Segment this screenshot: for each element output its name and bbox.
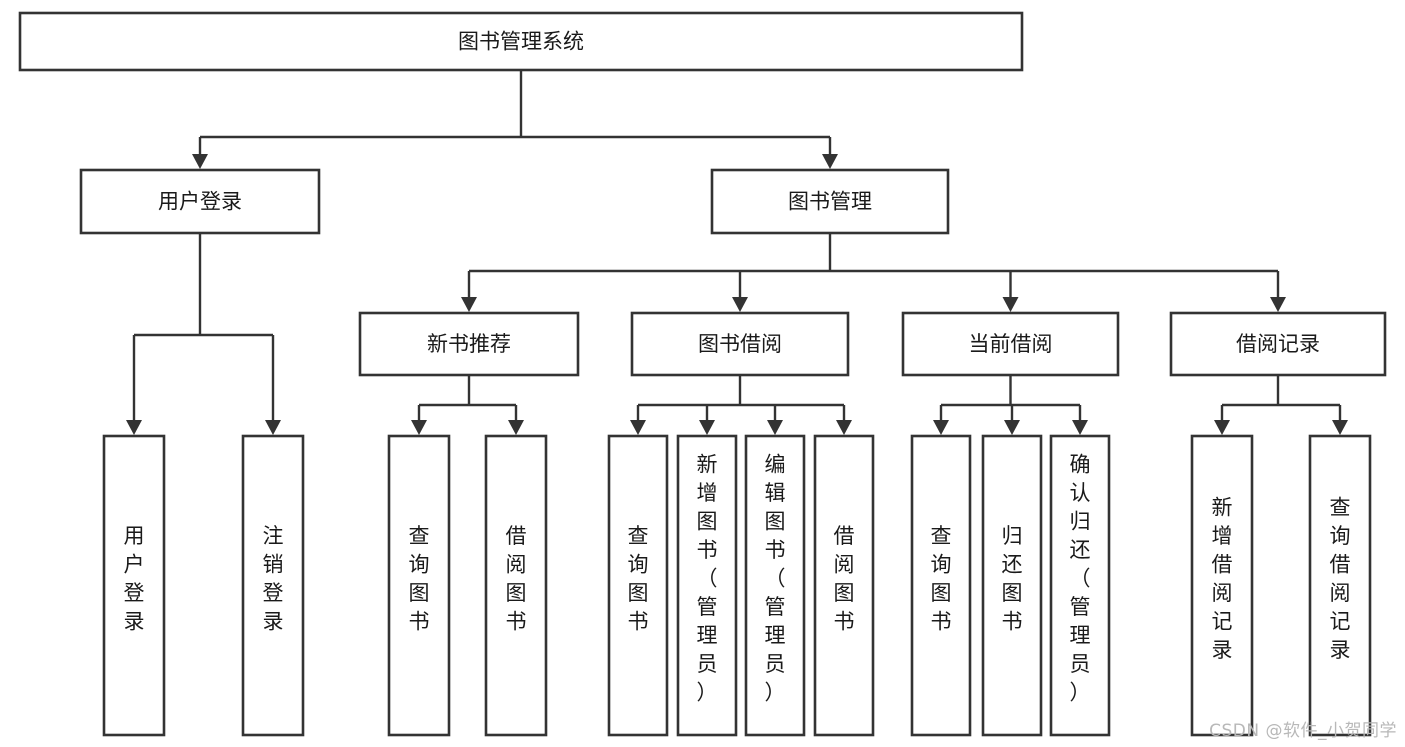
node-label-borrow-record: 借阅记录: [1236, 332, 1320, 356]
node-box-add-borrow-record: [1190, 434, 1254, 737]
node-box-root: [18, 11, 1024, 72]
node-new-book-recommend[interactable]: 新书推荐: [358, 311, 580, 377]
node-box-borrow-record: [1169, 311, 1387, 377]
node-box-edit-book-admin: [744, 434, 806, 737]
edges-layer: [126, 70, 1348, 435]
node-box-user-login-leaf: [102, 434, 166, 737]
edge-book-manage-to-borrow-record-arrowhead: [1270, 297, 1286, 312]
node-user-login-leaf[interactable]: 用户登录: [102, 434, 166, 737]
edge-book-borrow-to-borrow-book-2-arrowhead: [836, 420, 852, 435]
node-label-query-book-1: 查询图书: [409, 524, 430, 634]
edge-new-book-recommend-to-borrow-book-1-arrowhead: [508, 420, 524, 435]
edge-root-to-book-manage-arrowhead: [822, 154, 838, 169]
edge-book-borrow-to-query-book-2-arrowhead: [630, 420, 646, 435]
node-box-query-book-3: [910, 434, 972, 737]
node-box-confirm-return-admin: [1049, 434, 1111, 737]
node-label-edit-book-admin: 编辑图书（管理员）: [765, 453, 786, 705]
edge-root-to-user-login-arrowhead: [192, 154, 208, 169]
node-label-add-borrow-record: 新增借阅记录: [1212, 495, 1233, 662]
node-book-manage[interactable]: 图书管理: [710, 168, 950, 235]
edge-borrow-record-to-add-borrow-record-arrowhead: [1214, 420, 1230, 435]
node-box-query-borrow-record: [1308, 434, 1372, 737]
edge-user-login-to-user-login-leaf-arrowhead: [126, 420, 142, 435]
node-edit-book-admin[interactable]: 编辑图书（管理员）: [744, 434, 806, 737]
node-label-user-login: 用户登录: [158, 190, 242, 214]
node-confirm-return-admin[interactable]: 确认归还（管理员）: [1049, 434, 1111, 737]
node-return-book[interactable]: 归还图书: [981, 434, 1043, 737]
node-box-book-manage: [710, 168, 950, 235]
node-box-query-book-2: [607, 434, 669, 737]
node-query-book-3[interactable]: 查询图书: [910, 434, 972, 737]
edge-new-book-recommend-to-query-book-1-arrowhead: [411, 420, 427, 435]
node-label-new-book-recommend: 新书推荐: [427, 332, 511, 356]
node-box-new-book-recommend: [358, 311, 580, 377]
edge-book-borrow-to-edit-book-admin-arrowhead: [767, 420, 783, 435]
node-book-borrow[interactable]: 图书借阅: [630, 311, 850, 377]
node-label-query-borrow-record: 查询借阅记录: [1330, 495, 1351, 662]
node-query-book-1[interactable]: 查询图书: [387, 434, 451, 737]
node-label-query-book-2: 查询图书: [628, 524, 649, 634]
node-label-borrow-book-1: 借阅图书: [506, 524, 527, 634]
edge-current-borrow-to-confirm-return-admin-arrowhead: [1072, 420, 1088, 435]
node-root[interactable]: 图书管理系统: [18, 11, 1024, 72]
node-query-borrow-record[interactable]: 查询借阅记录: [1308, 434, 1372, 737]
node-user-logout-leaf[interactable]: 注销登录: [241, 434, 305, 737]
nodes-layer: 图书管理系统用户登录图书管理用户登录注销登录新书推荐查询图书借阅图书图书借阅查询…: [18, 11, 1387, 737]
edge-borrow-record-to-query-borrow-record-arrowhead: [1332, 420, 1348, 435]
edge-book-manage-to-book-borrow-arrowhead: [732, 297, 748, 312]
csdn-watermark: CSDN @软件_小贺同学: [1209, 721, 1397, 741]
edge-current-borrow-to-return-book-arrowhead: [1004, 420, 1020, 435]
edge-book-borrow-to-add-book-admin-arrowhead: [699, 420, 715, 435]
node-box-current-borrow: [901, 311, 1120, 377]
node-current-borrow[interactable]: 当前借阅: [901, 311, 1120, 377]
node-box-query-book-1: [387, 434, 451, 737]
node-label-book-borrow: 图书借阅: [698, 332, 782, 356]
edge-book-manage-to-new-book-recommend-arrowhead: [461, 297, 477, 312]
node-box-borrow-book-1: [484, 434, 548, 737]
edge-book-manage-to-current-borrow-arrowhead: [1002, 297, 1019, 312]
node-label-return-book: 归还图书: [1002, 524, 1023, 634]
node-box-book-borrow: [630, 311, 850, 377]
node-label-confirm-return-admin: 确认归还（管理员）: [1070, 453, 1091, 705]
node-user-login[interactable]: 用户登录: [79, 168, 321, 235]
node-label-current-borrow: 当前借阅: [969, 332, 1053, 356]
node-box-return-book: [981, 434, 1043, 737]
node-borrow-book-1[interactable]: 借阅图书: [484, 434, 548, 737]
node-label-user-logout-leaf: 注销登录: [263, 524, 284, 634]
node-box-user-login: [79, 168, 321, 235]
node-label-query-book-3: 查询图书: [931, 524, 952, 634]
node-label-add-book-admin: 新增图书（管理员）: [697, 453, 718, 705]
edge-user-login-to-user-logout-leaf-arrowhead: [265, 420, 281, 435]
node-box-borrow-book-2: [813, 434, 875, 737]
node-box-user-logout-leaf: [241, 434, 305, 737]
node-borrow-record[interactable]: 借阅记录: [1169, 311, 1387, 377]
edge-current-borrow-to-query-book-3-arrowhead: [933, 420, 949, 435]
node-label-root: 图书管理系统: [458, 30, 584, 54]
node-query-book-2[interactable]: 查询图书: [607, 434, 669, 737]
node-borrow-book-2[interactable]: 借阅图书: [813, 434, 875, 737]
node-box-add-book-admin: [676, 434, 738, 737]
node-label-book-manage: 图书管理: [788, 190, 872, 214]
node-label-borrow-book-2: 借阅图书: [834, 524, 855, 634]
node-add-book-admin[interactable]: 新增图书（管理员）: [676, 434, 738, 737]
node-label-user-login-leaf: 用户登录: [124, 524, 145, 634]
node-add-borrow-record[interactable]: 新增借阅记录: [1190, 434, 1254, 737]
